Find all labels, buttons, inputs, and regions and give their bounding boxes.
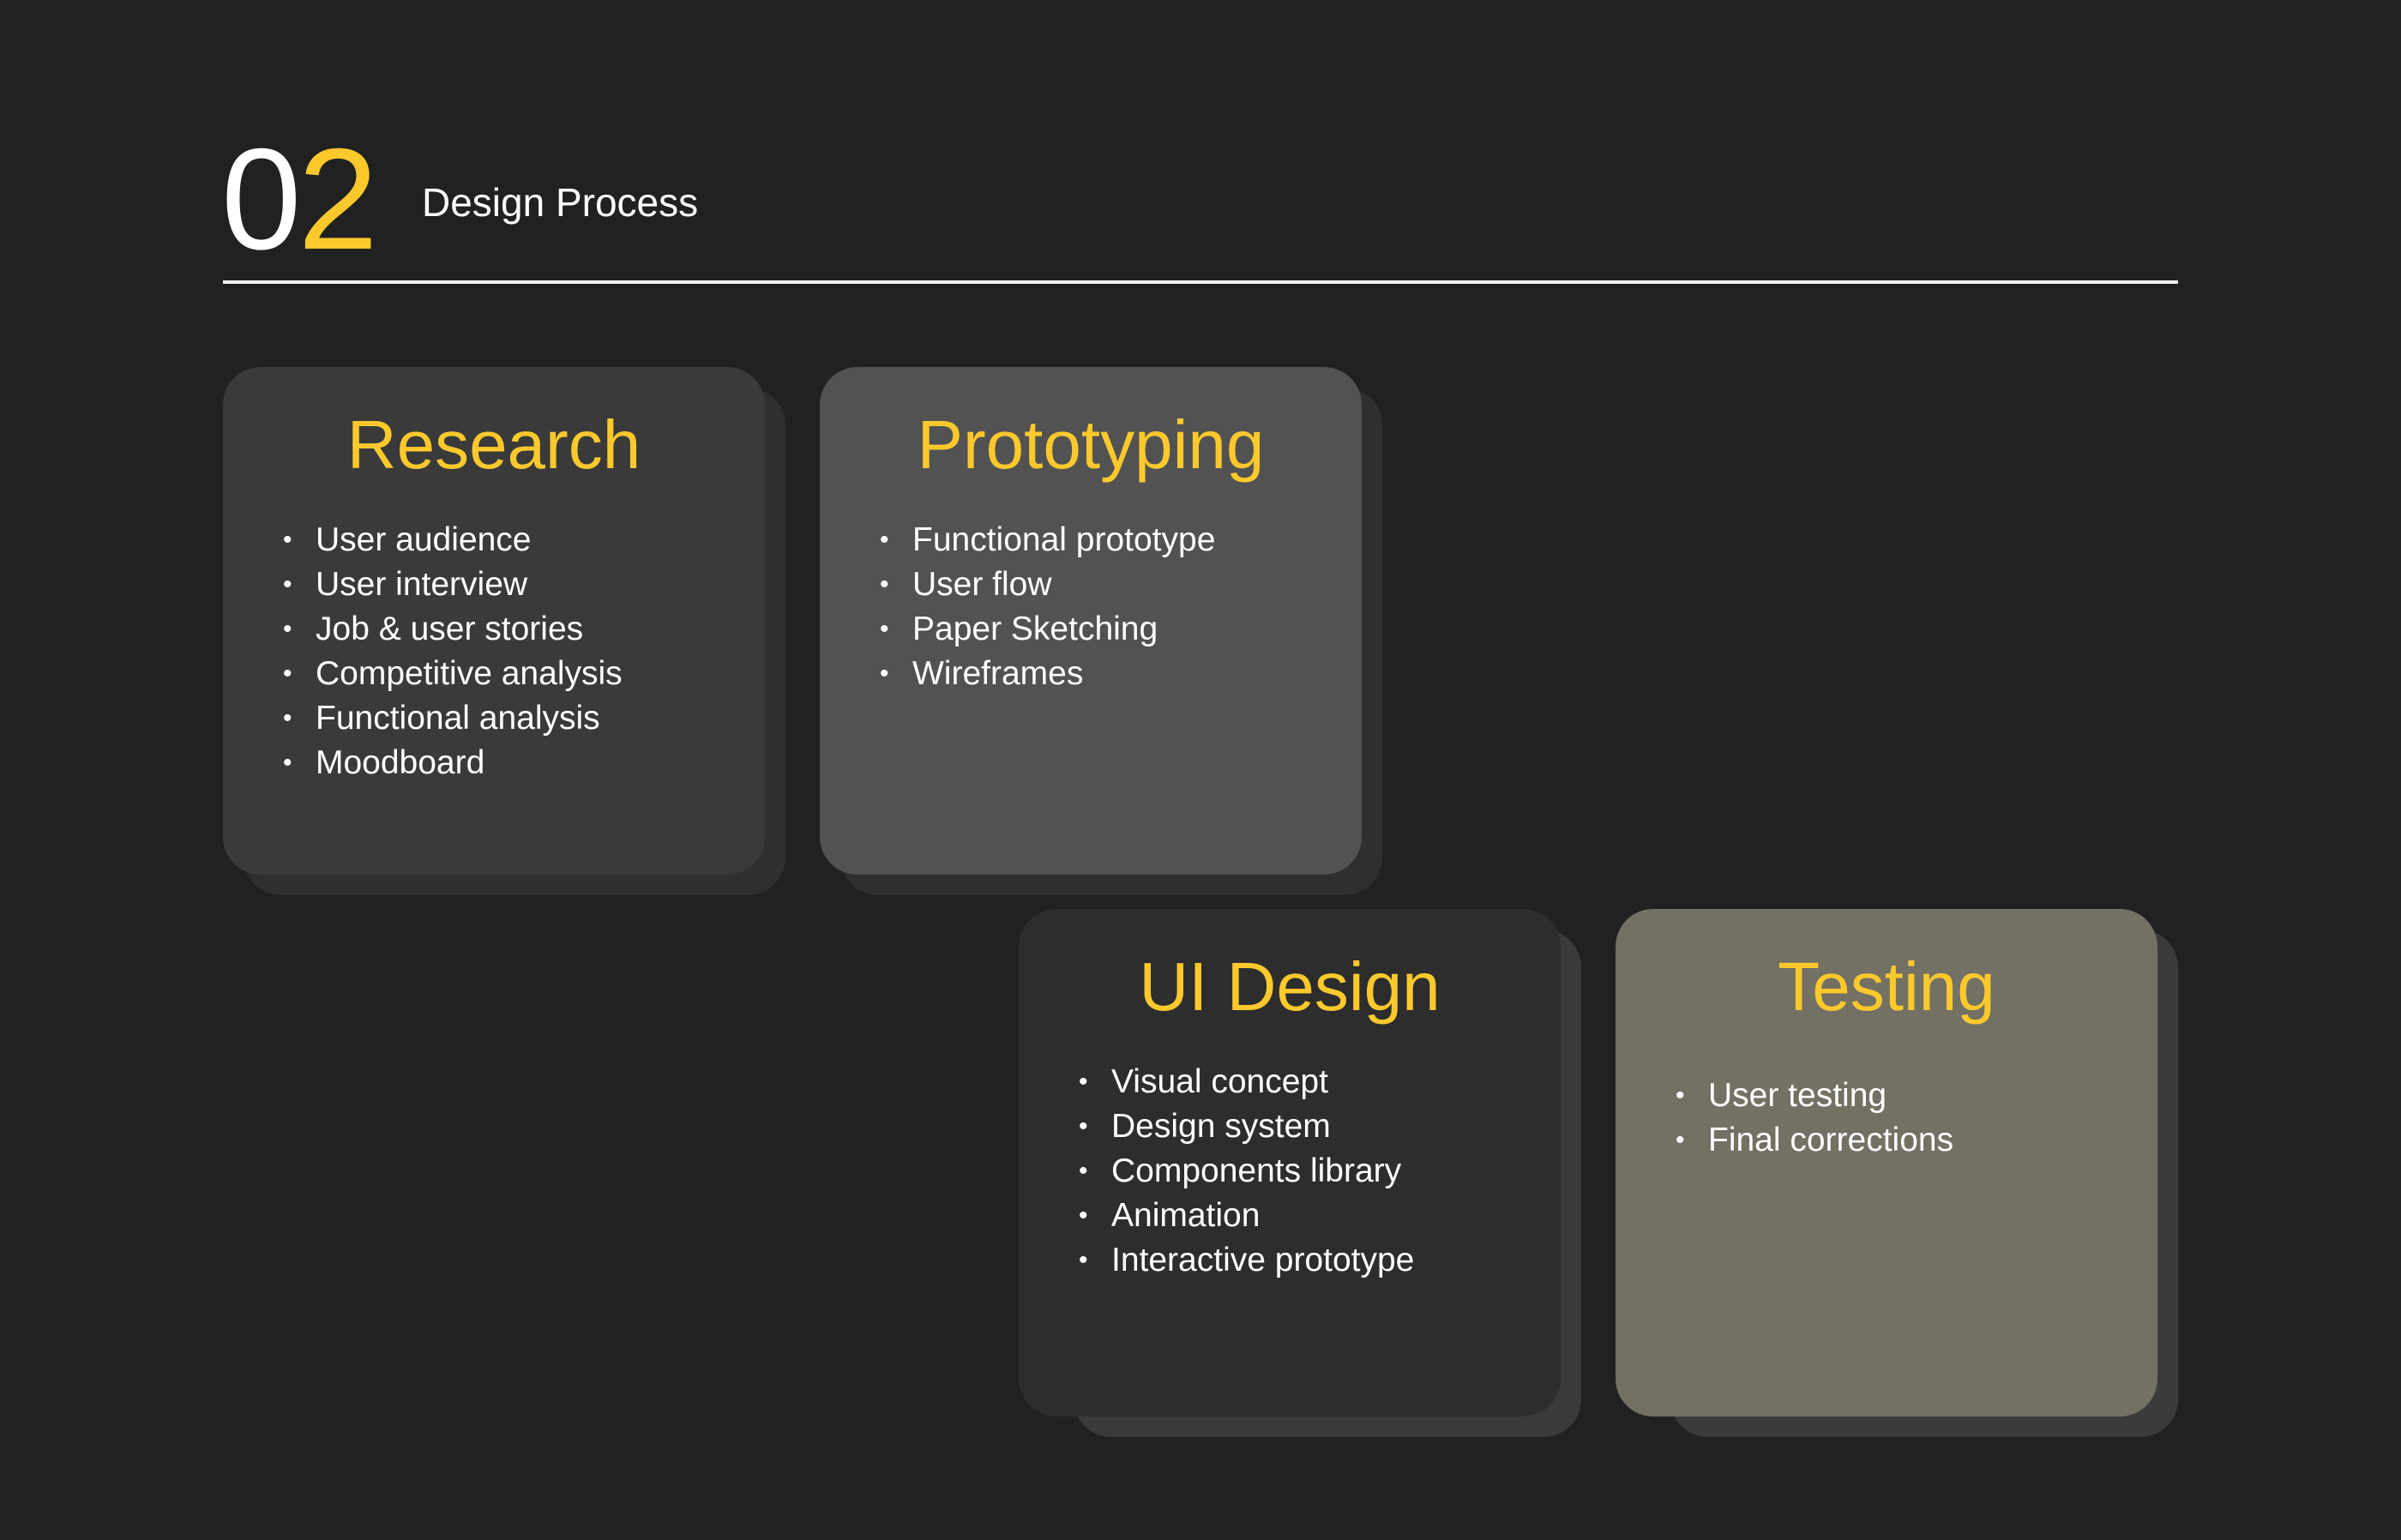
testing-card-title: Testing <box>1778 948 1995 1025</box>
ui-design-card: UI Design • Visual concept • Design system… <box>1019 909 1561 1417</box>
list-item-label: Wireframes <box>912 655 1084 692</box>
list-item-label: Animation <box>1111 1197 1261 1234</box>
list-item: • Interactive prototype <box>1079 1238 1414 1283</box>
research-card: Research • User audience • User interview … <box>223 367 765 875</box>
bullet-icon: • <box>1079 1246 1088 1274</box>
bullet-icon: • <box>880 526 889 554</box>
section-number-first-digit: 0 <box>221 118 301 280</box>
list-item: • Animation <box>1079 1194 1414 1238</box>
list-item-label: Components library <box>1111 1152 1402 1189</box>
list-item: • Job & user stories <box>283 607 623 652</box>
list-item: • Competitive analysis <box>283 652 623 696</box>
list-item-label: Competitive analysis <box>316 655 623 692</box>
bullet-icon: • <box>1079 1157 1088 1185</box>
list-item: • User audience <box>283 518 623 562</box>
header-divider <box>223 280 2178 284</box>
bullet-icon: • <box>1079 1068 1088 1096</box>
list-item-label: Interactive prototype <box>1111 1242 1415 1278</box>
prototyping-card: Prototyping • Functional prototype • User … <box>820 367 1362 875</box>
list-item: • Wireframes <box>880 652 1215 696</box>
research-card-title: Research <box>346 406 641 483</box>
bullet-icon: • <box>283 570 292 599</box>
bullet-icon: • <box>283 659 292 688</box>
section-number-second-digit: 2 <box>298 118 377 280</box>
list-item: • Components library <box>1079 1149 1414 1194</box>
bullet-icon: • <box>880 570 889 599</box>
list-item-label: Final corrections <box>1708 1122 1954 1158</box>
ui-design-card-title: UI Design <box>1139 948 1441 1025</box>
bullet-icon: • <box>1676 1081 1685 1110</box>
testing-card: Testing • User testing • Final corrections <box>1616 909 2157 1417</box>
bullet-icon: • <box>880 615 889 643</box>
section-title: Design Process <box>422 180 699 225</box>
list-item-label: Visual concept <box>1111 1063 1328 1100</box>
prototyping-card-list: • Functional prototype • User flow • Paper … <box>880 518 1215 696</box>
bullet-icon: • <box>1079 1201 1088 1230</box>
section-number: 02 <box>221 127 378 271</box>
list-item: • Design system <box>1079 1104 1414 1149</box>
list-item: • Final corrections <box>1676 1118 1953 1163</box>
list-item: • Moodboard <box>283 741 623 785</box>
list-item-label: User audience <box>316 521 532 558</box>
list-item-label: Job & user stories <box>316 611 584 647</box>
list-item: • User interview <box>283 562 623 607</box>
list-item-label: User interview <box>316 566 528 603</box>
list-item-label: Design system <box>1111 1108 1331 1145</box>
list-item: • User flow <box>880 562 1215 607</box>
list-item-label: Moodboard <box>316 744 485 781</box>
list-item: • User testing <box>1676 1074 1953 1118</box>
testing-card-list: • User testing • Final corrections <box>1676 1074 1953 1163</box>
list-item: • Paper Sketching <box>880 607 1215 652</box>
list-item-label: User testing <box>1708 1077 1887 1114</box>
prototyping-card-title: Prototyping <box>917 406 1265 483</box>
bullet-icon: • <box>283 704 292 732</box>
list-item: • Functional analysis <box>283 696 623 741</box>
bullet-icon: • <box>283 526 292 554</box>
bullet-icon: • <box>880 659 889 688</box>
list-item-label: Functional analysis <box>316 700 600 737</box>
list-item: • Functional prototype <box>880 518 1215 562</box>
list-item-label: Paper Sketching <box>912 611 1158 647</box>
research-card-list: • User audience • User interview • Job & us… <box>283 518 623 785</box>
list-item-label: Functional prototype <box>912 521 1216 558</box>
bullet-icon: • <box>1079 1112 1088 1140</box>
list-item: • Visual concept <box>1079 1060 1414 1104</box>
bullet-icon: • <box>283 615 292 643</box>
ui-design-card-list: • Visual concept • Design system • Componen… <box>1079 1060 1414 1283</box>
bullet-icon: • <box>1676 1126 1685 1154</box>
bullet-icon: • <box>283 749 292 777</box>
list-item-label: User flow <box>912 566 1052 603</box>
